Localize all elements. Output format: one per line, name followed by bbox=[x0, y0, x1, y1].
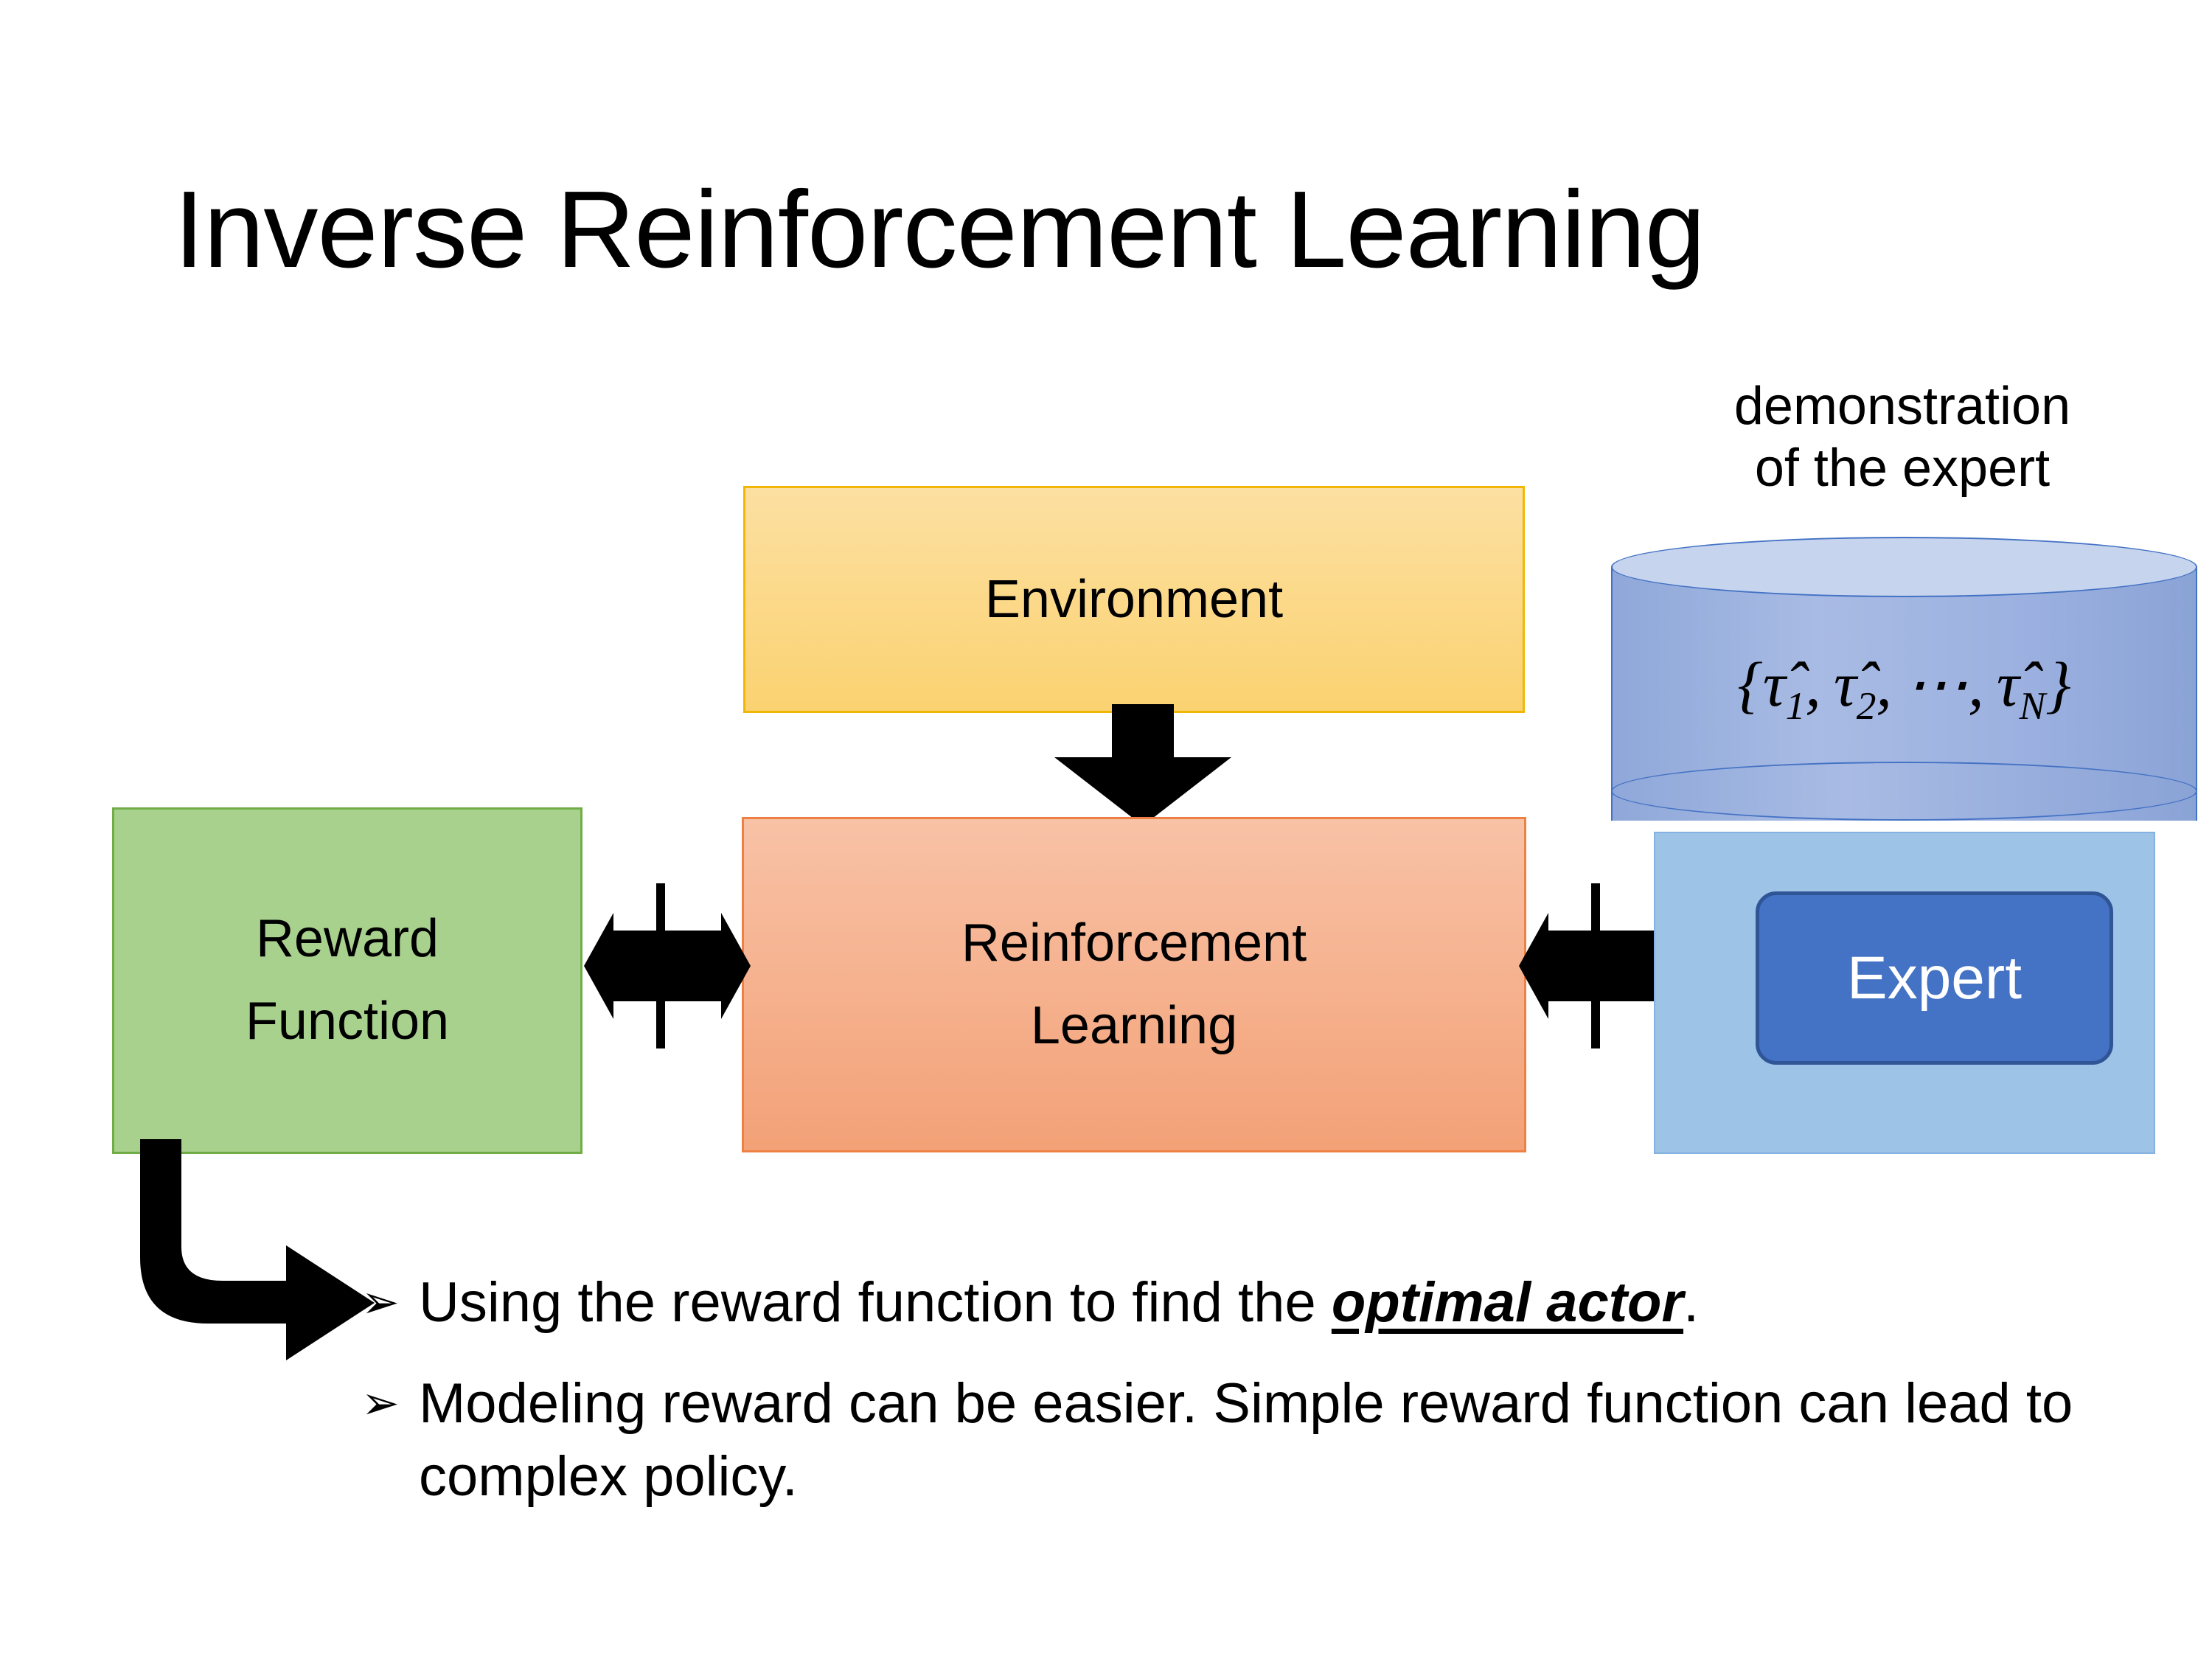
bullet-1-prefix: Using the reward function to find the bbox=[419, 1271, 1332, 1334]
tau-hat-n: τ̂ bbox=[1996, 649, 2020, 720]
expert-box[interactable]: Expert bbox=[1756, 891, 2113, 1065]
tau-sub-1: 1 bbox=[1785, 684, 1806, 728]
cylinder-top-ellipse bbox=[1611, 537, 2197, 597]
down-arrow-icon bbox=[1054, 704, 1231, 826]
tau-hat-1: τ̂ bbox=[1762, 649, 1786, 720]
four-way-arrow-icon-left bbox=[584, 883, 751, 1048]
expert-box-label: Expert bbox=[1847, 944, 2022, 1012]
list-item: ➢ Modeling reward can be easier. Simple … bbox=[361, 1368, 2131, 1514]
comma-3: , bbox=[1968, 649, 1984, 720]
list-item: ➢ Using the reward function to find the … bbox=[361, 1267, 2131, 1340]
bullet-1-suffix: . bbox=[1683, 1271, 1700, 1334]
brace-close: } bbox=[2045, 649, 2071, 720]
reward-box-label-line2: Function bbox=[245, 992, 450, 1051]
trajectory-database-cylinder[interactable]: {τ̂1, τ̂2, ⋯, τ̂N} bbox=[1611, 537, 2197, 850]
cylinder-bottom-ellipse bbox=[1611, 762, 2197, 821]
demonstration-caption: demonstration of the expert bbox=[1607, 376, 2197, 499]
comma-1: , bbox=[1805, 649, 1821, 720]
rl-box-label-line2: Learning bbox=[1030, 995, 1238, 1055]
bullet-arrow-icon: ➢ bbox=[361, 1375, 400, 1430]
demonstration-caption-line1: demonstration bbox=[1733, 377, 2071, 436]
brace-open: { bbox=[1737, 649, 1763, 720]
comma-2: , bbox=[1876, 649, 1892, 720]
bent-arrow-icon bbox=[140, 1139, 375, 1360]
rl-box-label-line1: Reinforcement bbox=[961, 913, 1307, 973]
trajectory-set-label: {τ̂1, τ̂2, ⋯, τ̂N} bbox=[1611, 647, 2197, 728]
tau-sub-n: N bbox=[2019, 684, 2046, 728]
tau-hat-2: τ̂ bbox=[1833, 649, 1857, 720]
four-way-arrow-icon-right bbox=[1519, 883, 1686, 1048]
bullet-text-2: Modeling reward can be easier. Simple re… bbox=[419, 1371, 2073, 1508]
bullet-arrow-icon: ➢ bbox=[361, 1275, 400, 1329]
environment-box-label: Environment bbox=[984, 570, 1284, 629]
reward-box-label-line1: Reward bbox=[255, 909, 439, 969]
ellipsis-icon: ⋯ bbox=[1905, 649, 1969, 720]
page-title: Inverse Reinforcement Learning bbox=[174, 169, 1705, 291]
environment-box[interactable]: Environment bbox=[743, 486, 1525, 713]
reward-function-box[interactable]: Reward Function bbox=[112, 807, 582, 1154]
bullet-1-emphasis: optimal actor bbox=[1331, 1271, 1684, 1334]
bullet-text-1: Using the reward function to find the op… bbox=[419, 1267, 2131, 1340]
demonstration-caption-line2: of the expert bbox=[1754, 438, 2051, 498]
bullet-list: ➢ Using the reward function to find the … bbox=[361, 1267, 2131, 1541]
reinforcement-learning-box[interactable]: Reinforcement Learning bbox=[742, 817, 1526, 1152]
tau-sub-2: 2 bbox=[1856, 684, 1877, 728]
